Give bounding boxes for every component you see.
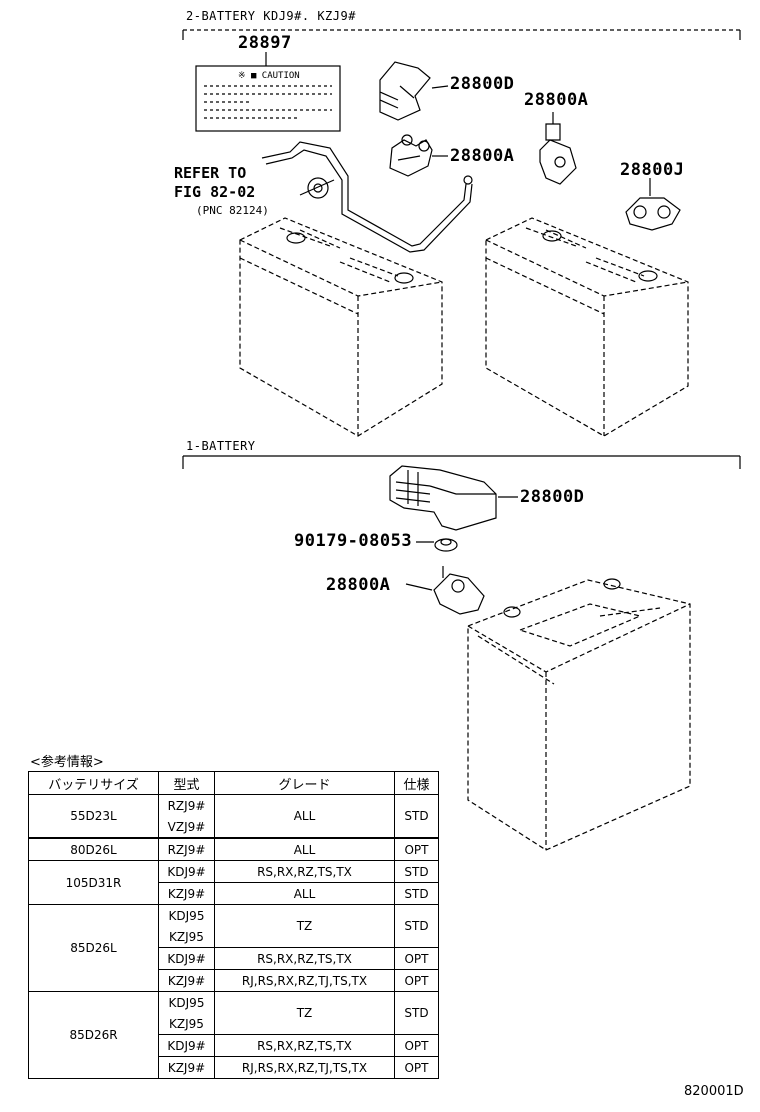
lower-section-bracket <box>182 455 741 469</box>
battery-lower <box>467 579 691 851</box>
part-number-90179-08053: 90179-08053 <box>294 531 413 551</box>
header-battery-size: バッテリサイズ <box>28 771 159 795</box>
table-header-row: バッテリサイズ 型式 グレード 仕様 <box>28 771 439 795</box>
cell-spec: OPT <box>394 1056 439 1079</box>
cell-spec: OPT <box>394 969 439 992</box>
nut-90179 <box>416 538 458 552</box>
cell-model: RZJ9# <box>158 794 215 816</box>
cell-grade: RJ,RS,RX,RZ,TJ,TS,TX <box>214 1056 395 1079</box>
cell-spec: STD <box>394 904 439 948</box>
cell-grade: ALL <box>214 882 395 905</box>
part-number-28800D-top: 28800D <box>450 74 515 94</box>
battery-lower-posts <box>503 578 621 618</box>
cell-grade: RS,RX,RZ,TS,TX <box>214 1034 395 1057</box>
caution-label-drawing <box>195 52 341 132</box>
diagram-code: 820001D <box>684 1084 744 1099</box>
upper-section-title: 2-BATTERY KDJ9#. KZJ9# <box>186 9 356 23</box>
cell-model: KDJ9# <box>158 860 215 883</box>
table-row: VZJ9# <box>29 816 439 839</box>
table-row: KZJ9# ALL STD <box>29 882 439 905</box>
cell-model: KZJ9# <box>158 1056 215 1079</box>
upper-section-bracket <box>182 29 741 40</box>
cell-grade: ALL <box>214 837 395 861</box>
reference-table-caption: <参考情報> <box>30 755 104 770</box>
cell-size: 85D26L <box>28 904 159 992</box>
cell-grade: RS,RX,RZ,TS,TX <box>214 947 395 970</box>
cell-model: KZJ9# <box>158 882 215 905</box>
cell-model: KZJ9# <box>158 969 215 992</box>
table-row: KDJ9# RS,RX,RZ,TS,TX OPT <box>29 1034 439 1057</box>
cell-spec: STD <box>394 794 439 839</box>
battery-upper-right <box>485 217 689 437</box>
cell-grade: TZ <box>214 904 395 948</box>
header-grade: グレード <box>214 771 395 795</box>
terminal-clamp-lower <box>405 566 485 615</box>
part-number-28800A-lower: 28800A <box>326 575 391 595</box>
reference-table: バッテリサイズ 型式 グレード 仕様 55D23L RZJ9# ALL STD … <box>28 771 439 1079</box>
battery-cable <box>261 141 473 253</box>
cell-size: 80D26L <box>28 837 159 861</box>
part-number-28800J: 28800J <box>620 160 685 180</box>
cell-model: KDJ95 <box>158 904 215 926</box>
battery-upper-right-posts <box>542 230 658 282</box>
refer-pnc: (PNC 82124) <box>196 204 269 217</box>
cell-size: 85D26R <box>28 991 159 1079</box>
terminal-clamp-mid <box>389 134 448 177</box>
cell-model: KDJ9# <box>158 947 215 970</box>
part-number-28800D-lower: 28800D <box>520 487 585 507</box>
cell-spec: OPT <box>394 947 439 970</box>
cell-model: VZJ9# <box>158 816 215 839</box>
cell-model: RZJ9# <box>158 837 215 861</box>
cell-size: 55D23L <box>28 794 159 839</box>
battery-upper-left-posts <box>286 232 414 284</box>
cell-model: KZJ95 <box>158 926 215 948</box>
cell-model: KDJ9# <box>158 1034 215 1057</box>
cell-spec: OPT <box>394 1034 439 1057</box>
table-row: KDJ9# RS,RX,RZ,TS,TX OPT <box>29 947 439 970</box>
cell-spec: STD <box>394 882 439 905</box>
part-number-28800A-right: 28800A <box>524 90 589 110</box>
cell-spec: STD <box>394 860 439 883</box>
terminal-clamp-28800J <box>625 178 681 231</box>
terminal-cover-lower <box>389 465 518 531</box>
cell-model: KDJ95 <box>158 991 215 1013</box>
cell-grade: RS,RX,RZ,TS,TX <box>214 860 395 883</box>
cell-grade: RJ,RS,RX,RZ,TJ,TS,TX <box>214 969 395 992</box>
cell-spec: OPT <box>394 837 439 861</box>
part-number-28897: 28897 <box>238 33 292 53</box>
cell-size: 105D31R <box>28 860 159 905</box>
cell-grade: TZ <box>214 991 395 1035</box>
refer-to-line1: REFER TO <box>174 164 247 182</box>
refer-to-line2: FIG 82-02 <box>174 183 256 201</box>
terminal-cover-top <box>379 61 449 121</box>
table-row: KZJ9# RJ,RS,RX,RZ,TJ,TS,TX OPT <box>29 969 439 992</box>
table-row: KZJ9# RJ,RS,RX,RZ,TJ,TS,TX OPT <box>29 1056 439 1079</box>
part-number-28800A-mid: 28800A <box>450 146 515 166</box>
table-row: KZJ95 <box>29 926 439 948</box>
cell-grade: ALL <box>214 794 395 839</box>
table-row: 85D26L KDJ95 TZ STD <box>28 904 439 992</box>
caution-label-text: ※ ■ CAUTION <box>238 71 300 81</box>
battery-upper-left <box>239 217 443 437</box>
table-row: 55D23L RZJ9# ALL STD <box>28 794 439 839</box>
table-row: 80D26L RZJ9# ALL OPT <box>28 837 439 861</box>
table-row: 85D26R KDJ95 TZ STD <box>28 991 439 1079</box>
header-model: 型式 <box>158 771 215 795</box>
lower-section-title: 1-BATTERY <box>186 439 256 453</box>
header-spec: 仕様 <box>394 771 439 795</box>
terminal-clamp-right <box>539 112 577 185</box>
cell-model: KZJ95 <box>158 1013 215 1035</box>
table-row: 105D31R KDJ9# RS,RX,RZ,TS,TX STD <box>28 860 439 905</box>
cell-spec: STD <box>394 991 439 1035</box>
